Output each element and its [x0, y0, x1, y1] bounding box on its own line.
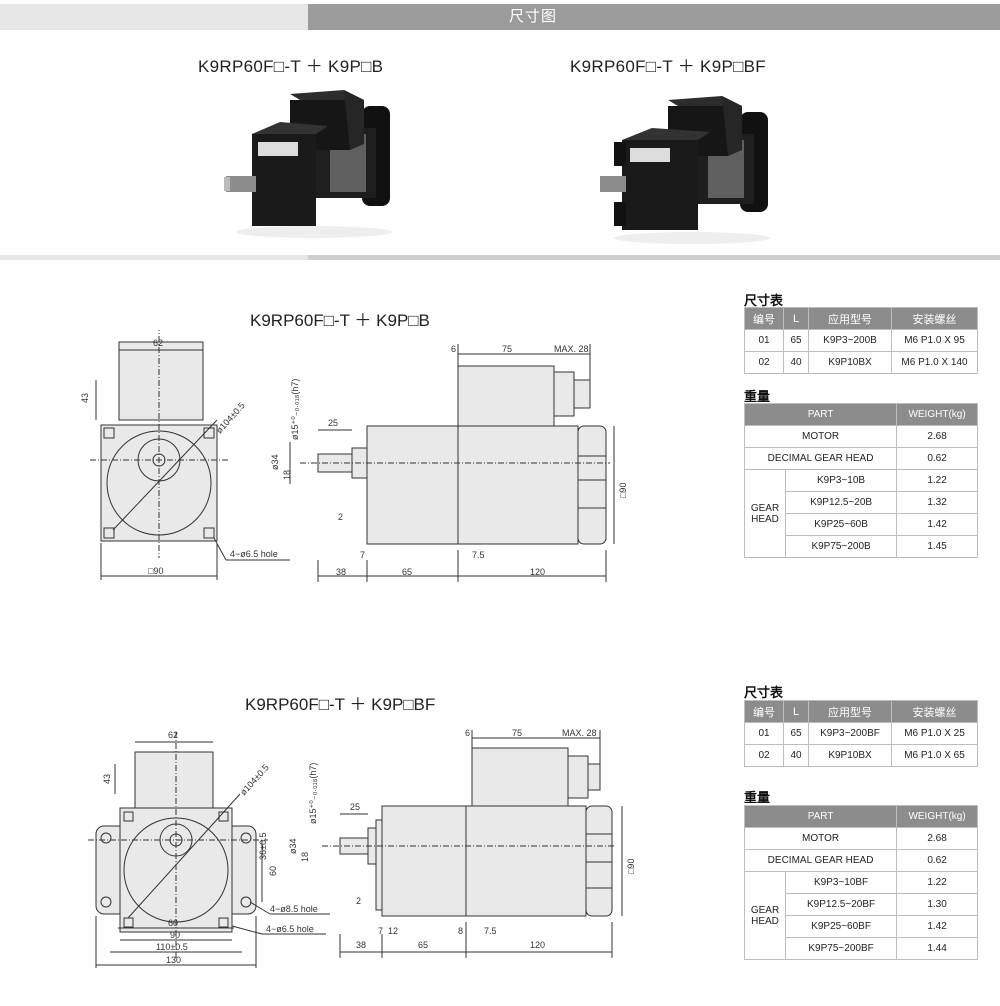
dim-d65: 65 [402, 567, 412, 577]
dim-d8-bf: 8 [458, 926, 463, 936]
dim-box: □90 [618, 483, 628, 498]
dim-max-bf: MAX. 28 [562, 728, 597, 738]
dim-d2: 2 [338, 512, 343, 522]
dim-hole: 4−ø6.5 hole [230, 549, 278, 559]
motor-photo-bf [600, 96, 770, 244]
dim-d120: 120 [530, 567, 545, 577]
dim-90: 90 [170, 930, 180, 940]
section-header: 尺寸图 [0, 0, 1000, 34]
drawing-title-bf: K9RP60F□-T ＋ K9P□BF [245, 695, 436, 714]
dim-d120-bf: 120 [530, 940, 545, 950]
header-bar-dark [308, 4, 1000, 30]
drawing-title-b: K9RP60F□-T ＋ K9P□B [250, 311, 430, 330]
dim-box-bf: □90 [626, 859, 636, 874]
motor-photo-b [224, 90, 392, 238]
dim-d34-bf: ø34 [288, 838, 298, 854]
dim-d18: 18 [282, 470, 292, 480]
photo-label-b: K9RP60F□-T ＋ K9P□B [198, 57, 384, 76]
dim-d75b-bf: 7.5 [484, 926, 497, 936]
dim-d38: 38 [336, 567, 346, 577]
dim-d7: 7 [360, 550, 365, 560]
dim-d65-bf: 65 [418, 940, 428, 950]
dim-d38-bf: 38 [356, 940, 366, 950]
section-separator [0, 255, 1000, 260]
header-bar-light [0, 4, 308, 30]
dim-d75-bf: 75 [512, 728, 522, 738]
spec-title-bf: 尺寸表 [744, 685, 784, 700]
dim-d7-bf: 7 [378, 926, 383, 936]
dim-shaft-length-bf: 25 [350, 802, 360, 812]
dim-shaft: ø15⁺⁰₋₀.₀₁₈(h7) [290, 379, 300, 440]
dim-max: MAX. 28 [554, 344, 589, 354]
dim-pcd: ø104±0.5 [214, 400, 247, 435]
dim-hole2: 4−ø6.5 hole [266, 924, 314, 934]
dimension-drawing-bf: 62 43 ø104±0.5 36±0.5 60 4−ø8.5 hole 4−ø… [88, 728, 636, 968]
dim-d2-bf: 2 [356, 896, 361, 906]
dim-d75b: 7.5 [472, 550, 485, 560]
photo-label-bf: K9RP60F□-T ＋ K9P□BF [570, 57, 766, 76]
weight-title-b: 重量 [744, 389, 771, 404]
dim-60-vertical: 60 [268, 866, 278, 876]
dim-top-height-bf: 43 [102, 774, 112, 784]
dim-top-width-bf: 62 [168, 730, 178, 740]
dim-top-width: 62 [153, 338, 163, 348]
dim-top-height: 43 [80, 393, 90, 403]
dim-shaft-bf: ø15⁺⁰₋₀.₀₁₈(h7) [308, 763, 318, 824]
dim-d6-bf: 6 [465, 728, 470, 738]
dim-d6: 6 [451, 344, 456, 354]
dim-60: 60 [168, 918, 178, 928]
dim-110: 110±0.5 [156, 942, 188, 952]
dim-d12-bf: 12 [388, 926, 398, 936]
dim-d18-bf: 18 [300, 852, 310, 862]
dim-shaft-length: 25 [328, 418, 338, 428]
dim-hole1: 4−ø8.5 hole [270, 904, 318, 914]
dim-d75: 75 [502, 344, 512, 354]
weight-title-bf: 重量 [744, 790, 771, 805]
dim-base: □90 [148, 566, 163, 576]
dim-130: 130 [166, 955, 181, 965]
dim-36: 36±0.5 [258, 833, 268, 860]
dim-d34: ø34 [270, 454, 280, 470]
header-title: 尺寸图 [508, 8, 557, 25]
spec-title-b: 尺寸表 [744, 293, 784, 308]
dim-pcd-bf: ø104±0.5 [238, 762, 271, 797]
dimension-drawing-b: 62 43 ø104±0.5 4−ø6.5 hole □90 ø15⁺⁰₋₀.₀… [80, 330, 628, 582]
